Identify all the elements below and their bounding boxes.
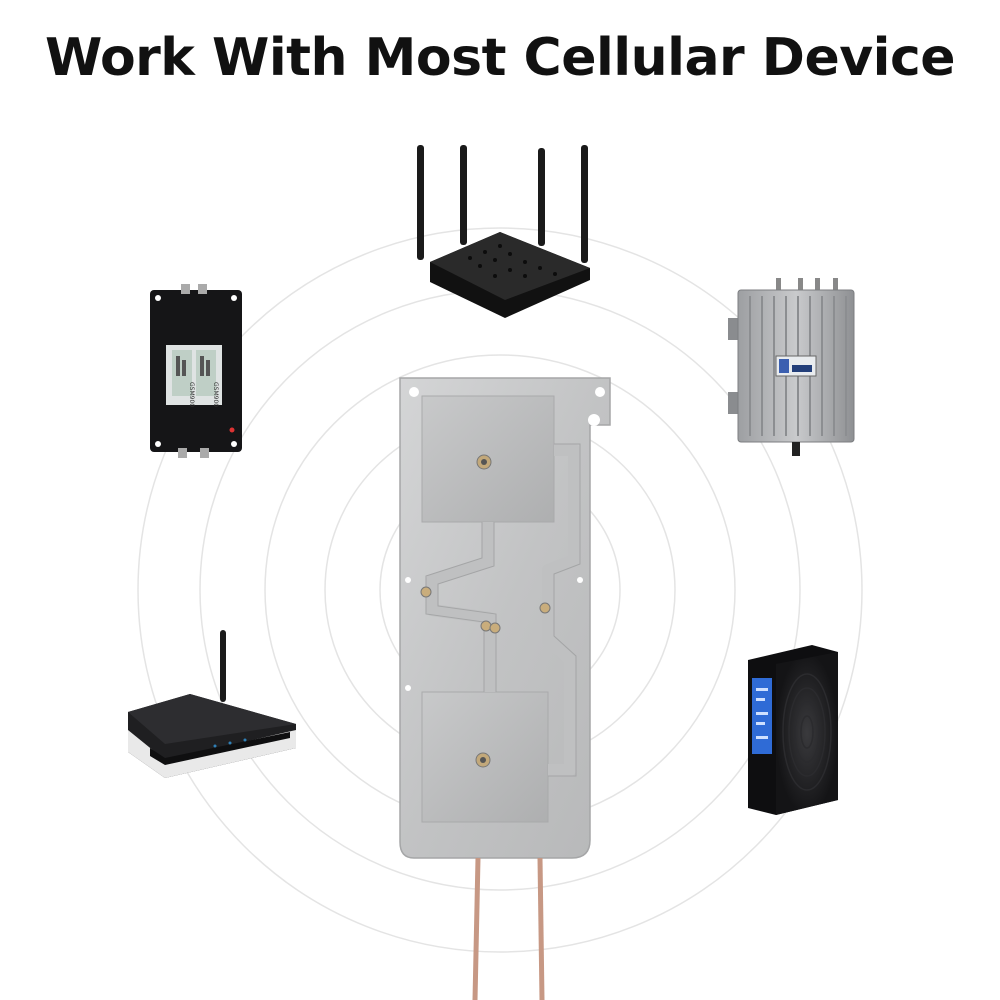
booster-screen-label-left: GSM900 [188,382,195,407]
desktop-booster-icon [748,645,838,815]
panel-antenna-icon [399,377,611,1000]
wifi-router-icon [417,145,590,318]
page-title: Work With Most Cellular Device [44,28,956,88]
booster-screen-label-right: GSM900 [212,382,219,407]
coax-cable-icon [472,857,545,1000]
outdoor-unit-icon [728,278,855,456]
connector-icon [420,454,551,768]
adsl-router-icon [128,630,296,778]
signal-booster-icon [150,284,242,458]
